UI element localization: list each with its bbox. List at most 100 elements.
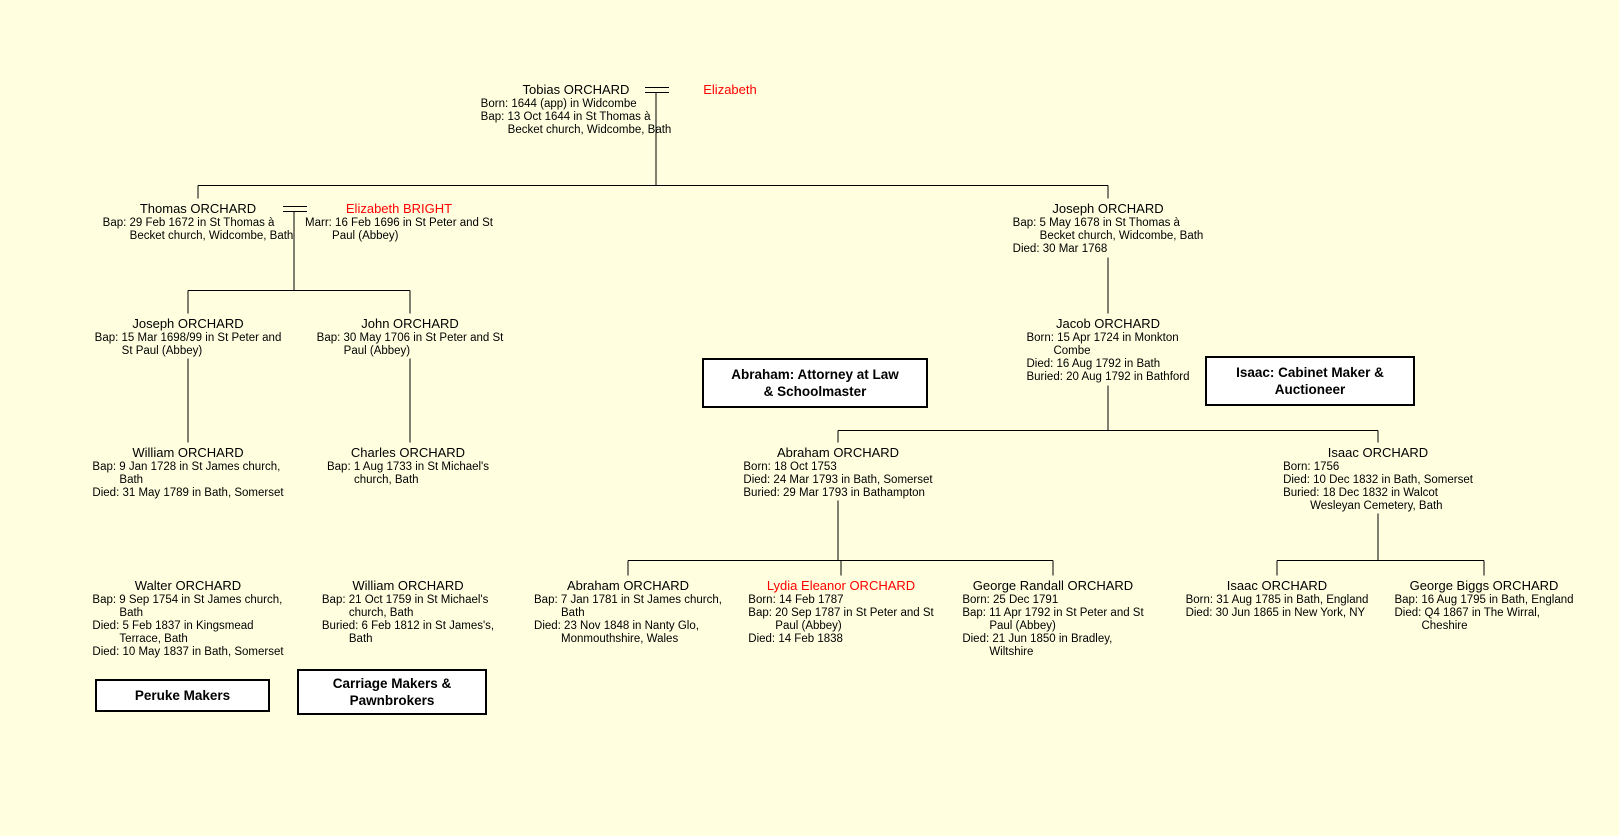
person-detail-line: Bap: 29 Feb 1672 in St Thomas à: [102, 217, 275, 229]
person-detail-line: Born: 31 Aug 1785 in Bath, England: [1185, 594, 1369, 606]
person-name: Jacob ORCHARD: [1055, 316, 1161, 331]
person-name: Charles ORCHARD: [350, 445, 466, 460]
person-detail-line: Becket church, Widcombe, Bath: [507, 124, 672, 136]
occupation-box-label: & Schoolmaster: [763, 384, 867, 399]
person-detail-line: Died: 21 Jun 1850 in Bradley,: [962, 633, 1113, 645]
occupation-box-cabinet: Isaac: Cabinet Maker & Auctioneer: [1205, 356, 1415, 406]
occupation-box-label: Carriage Makers &: [332, 676, 452, 691]
person-detail-line: Born: 14 Feb 1787: [748, 594, 844, 606]
person-detail-line: Born: 25 Dec 1791: [962, 594, 1059, 606]
person-detail-line: Becket church, Widcombe, Bath: [1039, 230, 1204, 242]
occupation-box-label: Isaac: Cabinet Maker &: [1236, 365, 1384, 380]
person-detail-line: Bap: 11 Apr 1792 in St Peter and St: [962, 607, 1144, 619]
person-detail-line: Paul (Abbey): [775, 620, 842, 632]
person-detail-line: Died: 16 Aug 1792 in Bath: [1026, 358, 1161, 370]
person-detail-line: Buried: 18 Dec 1832 in Walcot: [1283, 487, 1438, 499]
occupation-box-label: Pawnbrokers: [349, 693, 435, 708]
person-detail-line: Died: 31 May 1789 in Bath, Somerset: [92, 487, 284, 499]
person-detail-line: Buried: 6 Feb 1812 in St James's,: [321, 620, 495, 632]
person-name: Abraham ORCHARD: [566, 578, 690, 593]
person-detail-line: Died: 30 Mar 1768: [1012, 243, 1108, 255]
occupation-box-carriage: Carriage Makers & Pawnbrokers: [297, 669, 487, 715]
person-detail-line: Bath: [348, 633, 373, 645]
occupation-box-label: Peruke Makers: [134, 688, 231, 703]
person-detail-line: Died: 30 Jun 1865 in New York, NY: [1185, 607, 1366, 619]
person-detail-line: Born: 1644 (app) in Widcombe: [480, 98, 637, 110]
person-detail-line: Bap: 9 Jan 1728 in St James church,: [92, 461, 281, 473]
person-detail-line: St Paul (Abbey): [121, 345, 203, 357]
person-name: Isaac ORCHARD: [1327, 445, 1429, 460]
occupation-box-attorney: Abraham: Attorney at Law& Schoolmaster: [702, 358, 928, 408]
person-detail-line: Buried: 29 Mar 1793 in Bathampton: [743, 487, 925, 499]
person-name: William ORCHARD: [352, 578, 464, 593]
person-name: George Biggs ORCHARD: [1409, 578, 1559, 593]
person-detail-line: Died: 14 Feb 1838: [748, 633, 843, 645]
person-detail-line: Wiltshire: [989, 646, 1034, 658]
person-detail-line: Cheshire: [1421, 620, 1468, 632]
person-name: Elizabeth: [703, 82, 757, 97]
person-detail-line: Died: 5 Feb 1837 in Kingsmead: [92, 620, 254, 632]
person-name: Joseph ORCHARD: [1052, 201, 1164, 216]
person-detail-line: Bath: [119, 474, 144, 486]
person-name: John ORCHARD: [361, 316, 459, 331]
person-name: Elizabeth BRIGHT: [345, 201, 453, 216]
person-name: Joseph ORCHARD: [132, 316, 244, 331]
person-detail-line: Bap: 15 Mar 1698/99 in St Peter and: [94, 332, 282, 344]
person-detail-line: Paul (Abbey): [332, 230, 399, 242]
person-detail-line: Died: Q4 1867 in The Wirral,: [1394, 607, 1540, 619]
person-detail-line: Terrace, Bath: [119, 633, 188, 645]
person-detail-line: Died: 10 Dec 1832 in Bath, Somerset: [1283, 474, 1473, 486]
person-detail-line: Bap: 21 Oct 1759 in St Michael's: [321, 594, 489, 606]
person-detail-line: Buried: 20 Aug 1792 in Bathford: [1026, 371, 1190, 383]
person-name: Lydia Eleanor ORCHARD: [766, 578, 916, 593]
person-detail-line: Paul (Abbey): [989, 620, 1056, 632]
person-detail-line: Bap: 20 Sep 1787 in St Peter and St: [748, 607, 934, 619]
person-detail-line: Bath: [119, 607, 144, 619]
person-detail-line: Bap: 16 Aug 1795 in Bath, England: [1394, 594, 1574, 606]
person-detail-line: Combe: [1053, 345, 1091, 357]
person-detail-line: Bap: 7 Jan 1781 in St James church,: [534, 594, 722, 606]
person-detail-line: Bap: 13 Oct 1644 in St Thomas à: [480, 111, 651, 123]
person-detail-line: Bap: 1 Aug 1733 in St Michael's: [326, 461, 490, 473]
person-detail-line: Bap: 9 Sep 1754 in St James church,: [92, 594, 283, 606]
occupation-box-label: Auctioneer: [1274, 382, 1346, 397]
person-detail-line: Died: 10 May 1837 in Bath, Somerset: [92, 646, 284, 658]
occupation-box-peruke: Peruke Makers: [95, 679, 270, 712]
person-detail-line: Monmouthshire, Wales: [561, 633, 679, 645]
person-detail-line: Born: 1756: [1283, 461, 1340, 473]
person-detail-line: Born: 15 Apr 1724 in Monkton: [1026, 332, 1179, 344]
person-detail-line: Died: 23 Nov 1848 in Nanty Glo,: [534, 620, 699, 632]
